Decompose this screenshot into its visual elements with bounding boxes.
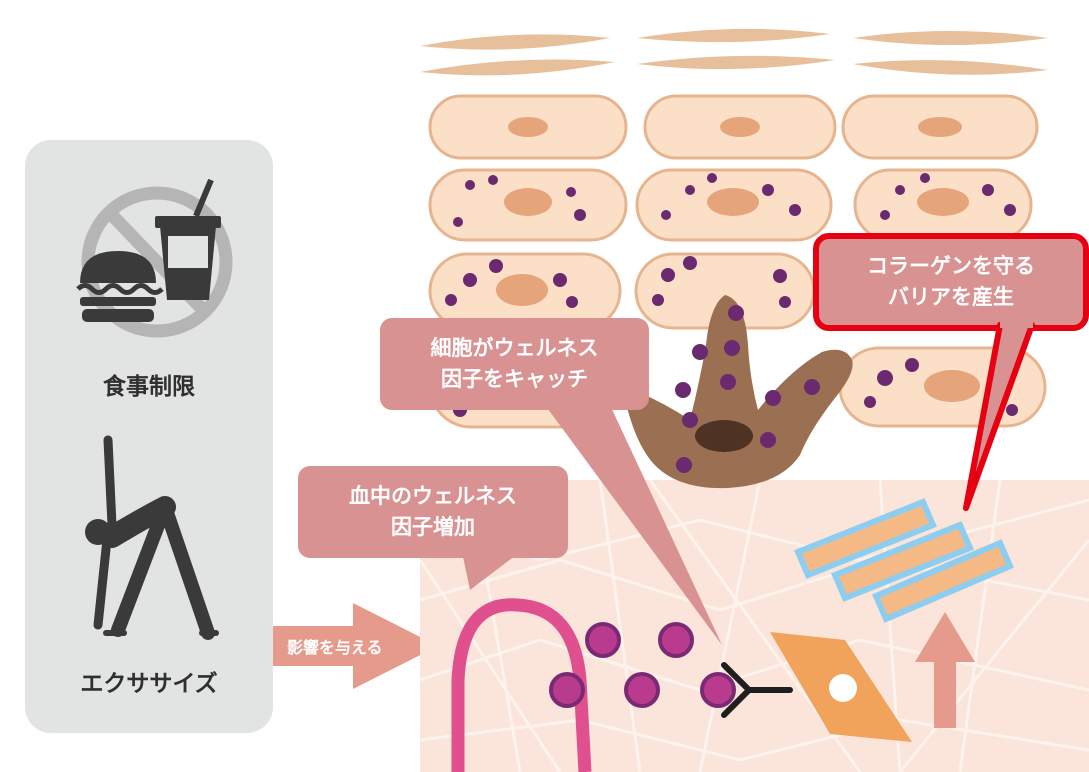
wellness-factors <box>549 622 736 708</box>
diet-label: 食事制限 <box>103 374 195 400</box>
influence-arrow <box>273 603 438 689</box>
collagen-fibers <box>794 498 1014 623</box>
no-fast-food-icon <box>76 178 233 338</box>
callout-catch-text: 細胞がウェルネス 因子をキャッチ <box>430 336 599 391</box>
callout-catch-bubble <box>380 318 722 645</box>
up-arrow <box>915 612 975 728</box>
melanocyte-cell <box>622 295 853 489</box>
callout-barrier-bubble <box>813 233 1089 511</box>
cell-nuclei <box>496 117 980 402</box>
receptor <box>721 662 793 718</box>
callout-barrier-text: コラーゲンを守る バリアを産生 <box>867 254 1035 309</box>
left-panel <box>25 140 273 733</box>
influence-arrow-label: 影響を与える <box>287 638 383 657</box>
yoga-triangle-pose-icon <box>85 435 219 640</box>
fibroblast-cell <box>770 632 912 742</box>
exercise-label: エクササイズ <box>80 671 218 697</box>
callout-blood-bubble <box>298 466 568 590</box>
callout-blood-text: 血中のウェルネス 因子増加 <box>349 484 517 539</box>
stratum-corneum <box>420 28 1048 76</box>
blood-vessel <box>451 598 592 772</box>
